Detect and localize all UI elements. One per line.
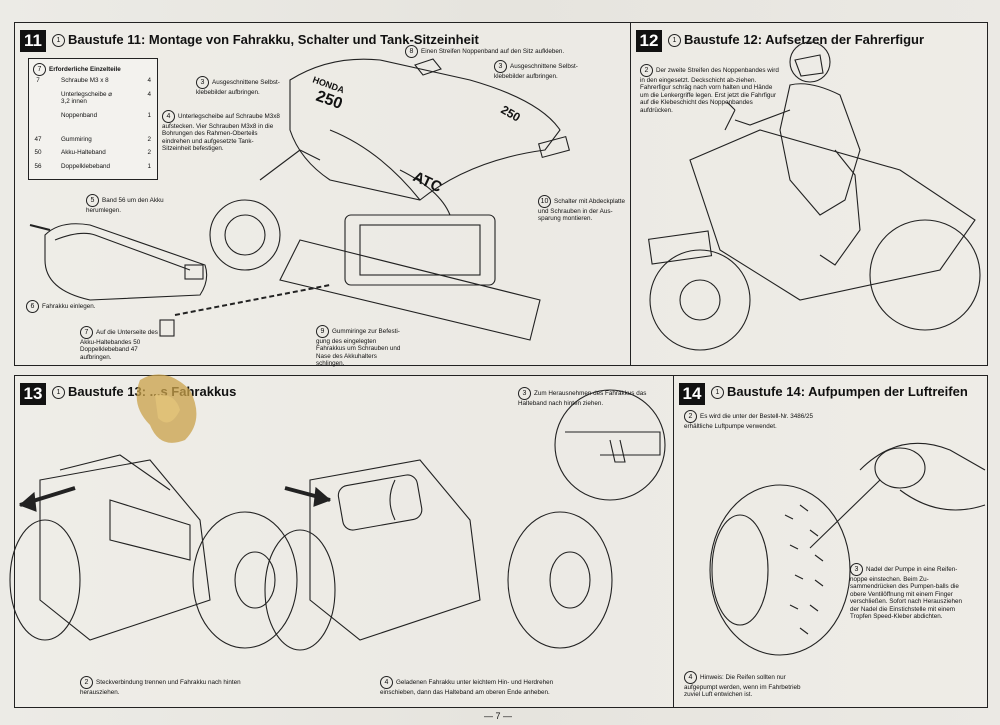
svg-text:ATC: ATC bbox=[410, 168, 444, 196]
svg-text:250: 250 bbox=[499, 102, 524, 124]
step-13-detail-circle bbox=[554, 389, 666, 501]
page-number: — 7 — bbox=[484, 711, 513, 721]
stain-mark bbox=[136, 374, 197, 443]
step-11-atv-drawing bbox=[29, 58, 571, 341]
step-12-rider-drawing bbox=[648, 41, 981, 351]
step-14-panel bbox=[673, 375, 988, 708]
step-14-number: 14 bbox=[679, 383, 705, 405]
step-12-number: 12 bbox=[636, 30, 662, 52]
step-12-panel bbox=[630, 22, 988, 366]
step-13-panel bbox=[14, 375, 674, 708]
step-14-tire-drawing bbox=[709, 442, 986, 656]
step-11-number: 11 bbox=[20, 30, 46, 52]
step-13-drawing-left bbox=[9, 454, 298, 649]
step-13-drawing-right bbox=[264, 459, 613, 651]
step-13-number: 13 bbox=[20, 383, 46, 405]
